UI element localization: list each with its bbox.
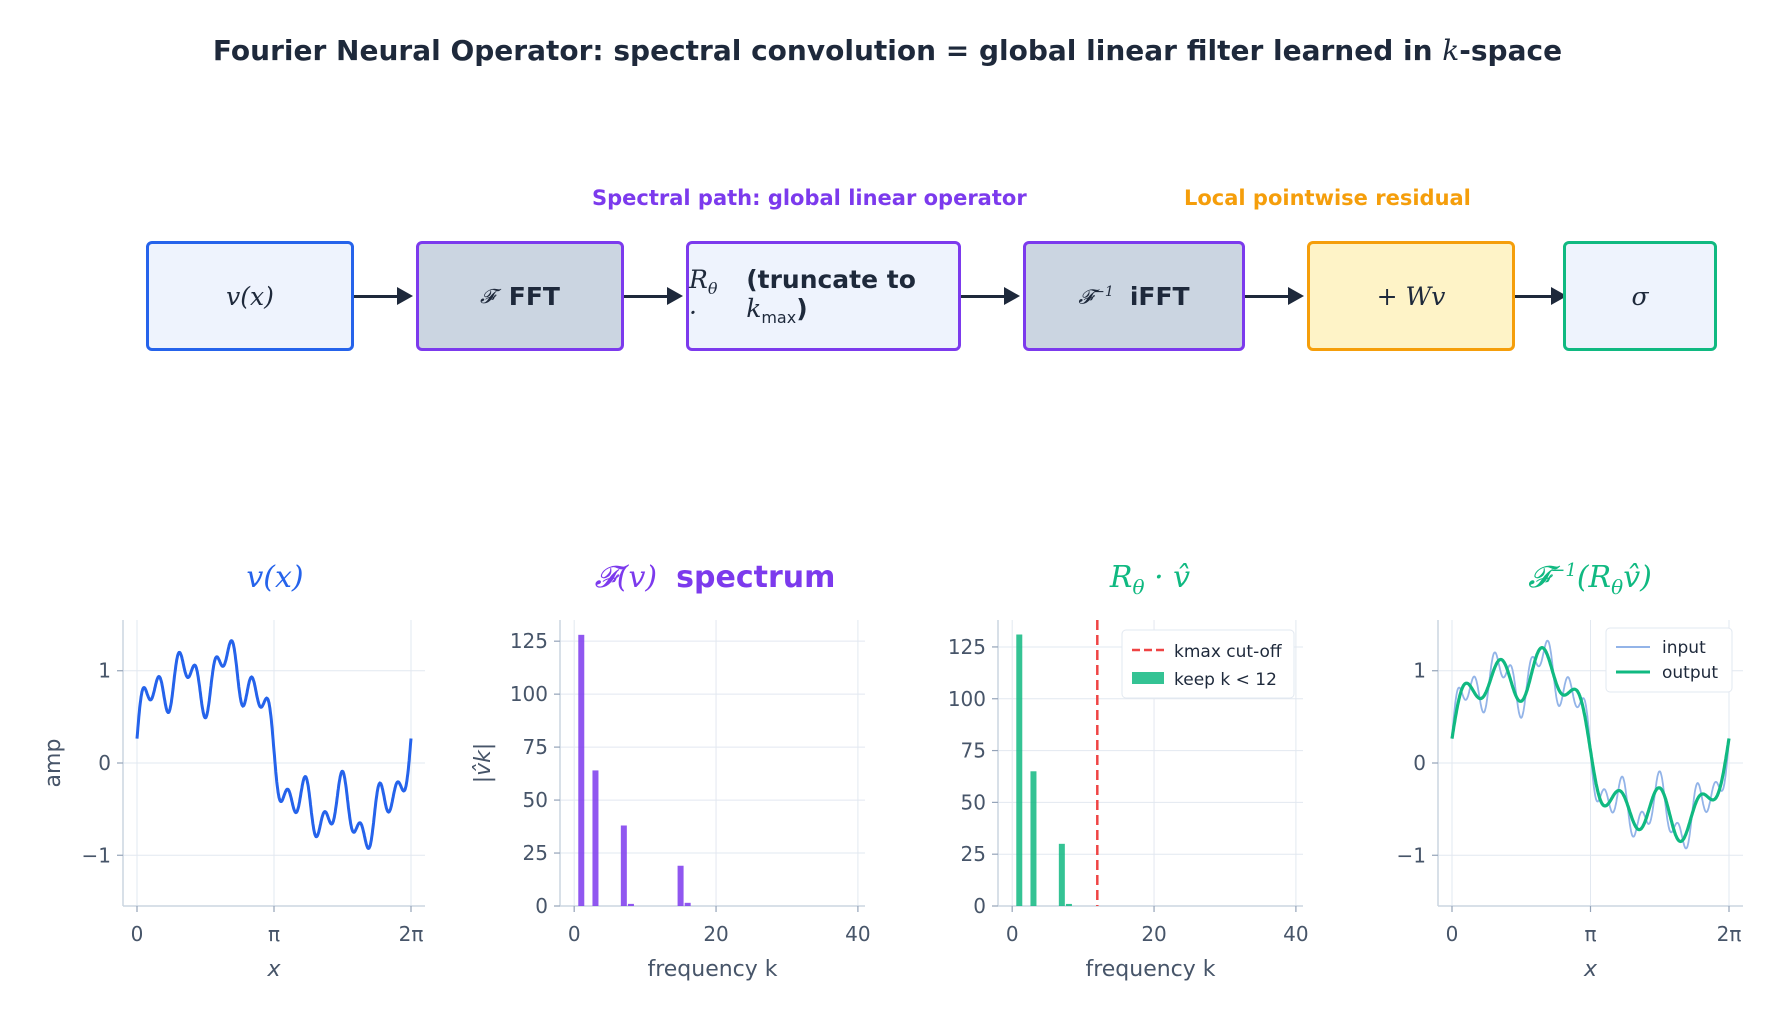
arrow-4 bbox=[1245, 287, 1304, 305]
plot4-xtick-label: 2π bbox=[1717, 922, 1742, 946]
arrow-2 bbox=[624, 287, 683, 305]
residual-label: + Wv bbox=[1376, 281, 1446, 311]
plot3-legend-keep-swatch bbox=[1132, 672, 1164, 684]
plot2-xtick-label: 0 bbox=[568, 922, 581, 946]
plot3-ytick-label: 100 bbox=[948, 687, 986, 711]
plot2-title: 𝓕(v) spectrum bbox=[594, 560, 836, 595]
plot2-xlabel: frequency k bbox=[647, 957, 777, 982]
ifft-box: 𝓕−1 iFFT bbox=[1023, 241, 1245, 351]
ifft-label: iFFT bbox=[1129, 281, 1190, 311]
filter-label: (truncate to kmax) bbox=[746, 265, 916, 327]
local-residual-label: Local pointwise residual bbox=[1184, 186, 1471, 210]
plot1-xtick-label: 2π bbox=[399, 922, 424, 946]
plot2-ytick-label: 75 bbox=[523, 735, 548, 759]
plot1-ytick-label: −1 bbox=[82, 843, 111, 867]
plot3-ytick-label: 75 bbox=[961, 739, 986, 763]
plot3-ytick-label: 25 bbox=[961, 842, 986, 866]
plot2-ylabel: |v̂k| bbox=[471, 743, 496, 784]
plot2-xtick-label: 20 bbox=[703, 922, 728, 946]
plot1-series-line bbox=[135, 639, 413, 850]
plot3-bar bbox=[1030, 771, 1037, 906]
plot3-bar bbox=[1058, 843, 1065, 906]
plot4-ytick-label: 0 bbox=[1413, 751, 1426, 775]
plot3-xtick-label: 0 bbox=[1006, 922, 1019, 946]
filter-box: Rθ · (truncate to kmax) bbox=[686, 241, 961, 351]
plot4-output-line bbox=[1450, 645, 1731, 844]
plot3-ytick-label: 125 bbox=[948, 635, 986, 659]
plot4-legend-box bbox=[1605, 627, 1733, 693]
plot2-bar bbox=[592, 770, 599, 906]
plot2-bar bbox=[684, 902, 691, 906]
plot3-xtick-label: 40 bbox=[1283, 922, 1308, 946]
plot2-bar bbox=[677, 865, 684, 906]
plot1-xtick-label: 0 bbox=[131, 922, 144, 946]
arrow-1 bbox=[354, 287, 413, 305]
fft-symbol: 𝓕 bbox=[480, 284, 495, 308]
plot4-ytick-label: 1 bbox=[1413, 659, 1426, 683]
fft-label: FFT bbox=[508, 281, 560, 311]
plot2-ytick-label: 50 bbox=[523, 788, 548, 812]
figure-title-text: Fourier Neural Operator: spectral convol… bbox=[212, 34, 1563, 67]
plot3-ytick-label: 50 bbox=[961, 790, 986, 814]
plot2-ytick-label: 125 bbox=[510, 629, 548, 653]
plot3-ytick-label: 0 bbox=[973, 894, 986, 918]
plot3-legend-box bbox=[1121, 629, 1295, 699]
plot1-ytick-label: 1 bbox=[98, 659, 111, 683]
plot4-xlabel: x bbox=[1583, 957, 1598, 982]
fft-box: 𝓕 FFT bbox=[416, 241, 624, 351]
plot3-xtick-label: 20 bbox=[1141, 922, 1166, 946]
plot2-bar bbox=[620, 825, 627, 906]
residual-box: + Wv bbox=[1307, 241, 1515, 351]
plot1-xlabel: x bbox=[266, 957, 281, 982]
plot1-title: v(x) bbox=[246, 560, 304, 595]
plot4-legend-input-label: input bbox=[1662, 638, 1706, 658]
input-box: v(x) bbox=[146, 241, 354, 351]
plot2-bar bbox=[627, 903, 634, 906]
arrow-3 bbox=[961, 287, 1020, 305]
plot1-ylabel: amp bbox=[41, 739, 66, 788]
plot3-bar bbox=[1065, 903, 1072, 906]
plot1-ytick-label: 0 bbox=[98, 751, 111, 775]
plot2-ytick-label: 100 bbox=[510, 682, 548, 706]
plot3-bar bbox=[1016, 634, 1023, 906]
plot4-title: 𝓕−1(Rθv̂) bbox=[1528, 560, 1652, 599]
activation-box: σ bbox=[1563, 241, 1717, 351]
plot4-xtick-label: π bbox=[1584, 922, 1596, 946]
plot1-xtick-label: π bbox=[268, 922, 280, 946]
plot2-ytick-label: 0 bbox=[535, 894, 548, 918]
figure-title: Fourier Neural Operator: spectral convol… bbox=[0, 34, 1775, 67]
plot3-legend-cutoff-label: kmax cut-off bbox=[1174, 642, 1283, 662]
plot4-ytick-label: −1 bbox=[1397, 843, 1426, 867]
plot4-legend-output-label: output bbox=[1662, 663, 1718, 683]
filter-symbol: Rθ · bbox=[689, 265, 718, 327]
activation-label: σ bbox=[1631, 281, 1649, 311]
ifft-symbol: 𝓕−1 bbox=[1078, 283, 1114, 309]
input-box-label: v(x) bbox=[226, 281, 274, 311]
spectral-path-label: Spectral path: global linear operator bbox=[592, 186, 1027, 210]
plot4-xtick-label: 0 bbox=[1446, 922, 1459, 946]
plot3-xlabel: frequency k bbox=[1085, 957, 1215, 982]
plot3-title: Rθ · v̂ bbox=[1109, 560, 1191, 599]
plot2-ytick-label: 25 bbox=[523, 841, 548, 865]
plot2-bar bbox=[578, 634, 585, 906]
plot3-legend-keep-label: keep k < 12 bbox=[1174, 670, 1277, 690]
plot2-xtick-label: 40 bbox=[845, 922, 870, 946]
